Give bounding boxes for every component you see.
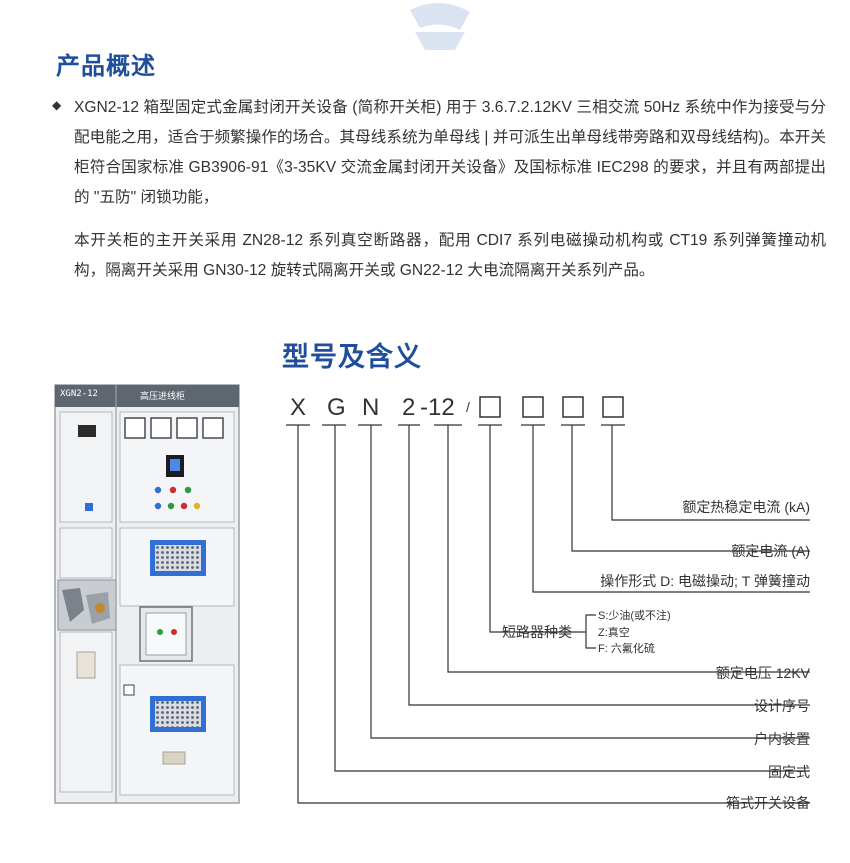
meaning-box-type: 箱式开关设备 [726,795,810,811]
code-box-operation [522,396,544,418]
breaker-type-vacuum: Z:真空 [598,625,630,639]
meaning-design-number: 设计序号 [754,698,810,714]
code-box-thermal [602,396,624,418]
watermark-logo [410,2,470,50]
model-title: 型号及含义 [282,342,422,372]
meaning-thermal-current: 额定热稳定电流 (kA) [682,499,810,515]
code-letter-g: G [327,394,346,421]
code-box-breaker [479,396,501,418]
meaning-fixed: 固定式 [768,764,810,780]
code-letter-x: X [290,394,306,421]
code-slash: / [466,399,470,415]
code-design-number: 2 [402,394,415,421]
overview-paragraph-2: 本开关柜的主开关采用 ZN28-12 系列真空断路器，配用 CDI7 系列电磁操… [74,232,826,279]
meaning-breaker-type: 短路器种类 [502,624,572,640]
meaning-operation: 操作形式 D: 电磁操动; T 弹簧撞动 [600,573,810,589]
cabinet-label-model: XGN2-12 [60,389,98,399]
meaning-indoor: 户内装置 [754,731,810,747]
cabinet-label-name: 高压进线柜 [140,391,186,401]
overview-title: 产品概述 [56,53,156,80]
code-letter-n: N [362,394,379,421]
breaker-type-sf6: F: 六氟化硫 [598,641,655,655]
meaning-rated-current: 额定电流 (A) [731,543,810,559]
meaning-rated-voltage: 额定电压 12KV [716,665,811,681]
bullet-icon: ◆ [52,98,62,112]
breaker-type-oil: S:少油(或不注) [598,608,671,622]
code-box-current [562,396,584,418]
overview-paragraph-1: XGN2-12 箱型固定式金属封闭开关设备 (简称开关柜) 用于 3.6.7.2… [74,99,826,206]
code-voltage: -12 [420,394,455,421]
